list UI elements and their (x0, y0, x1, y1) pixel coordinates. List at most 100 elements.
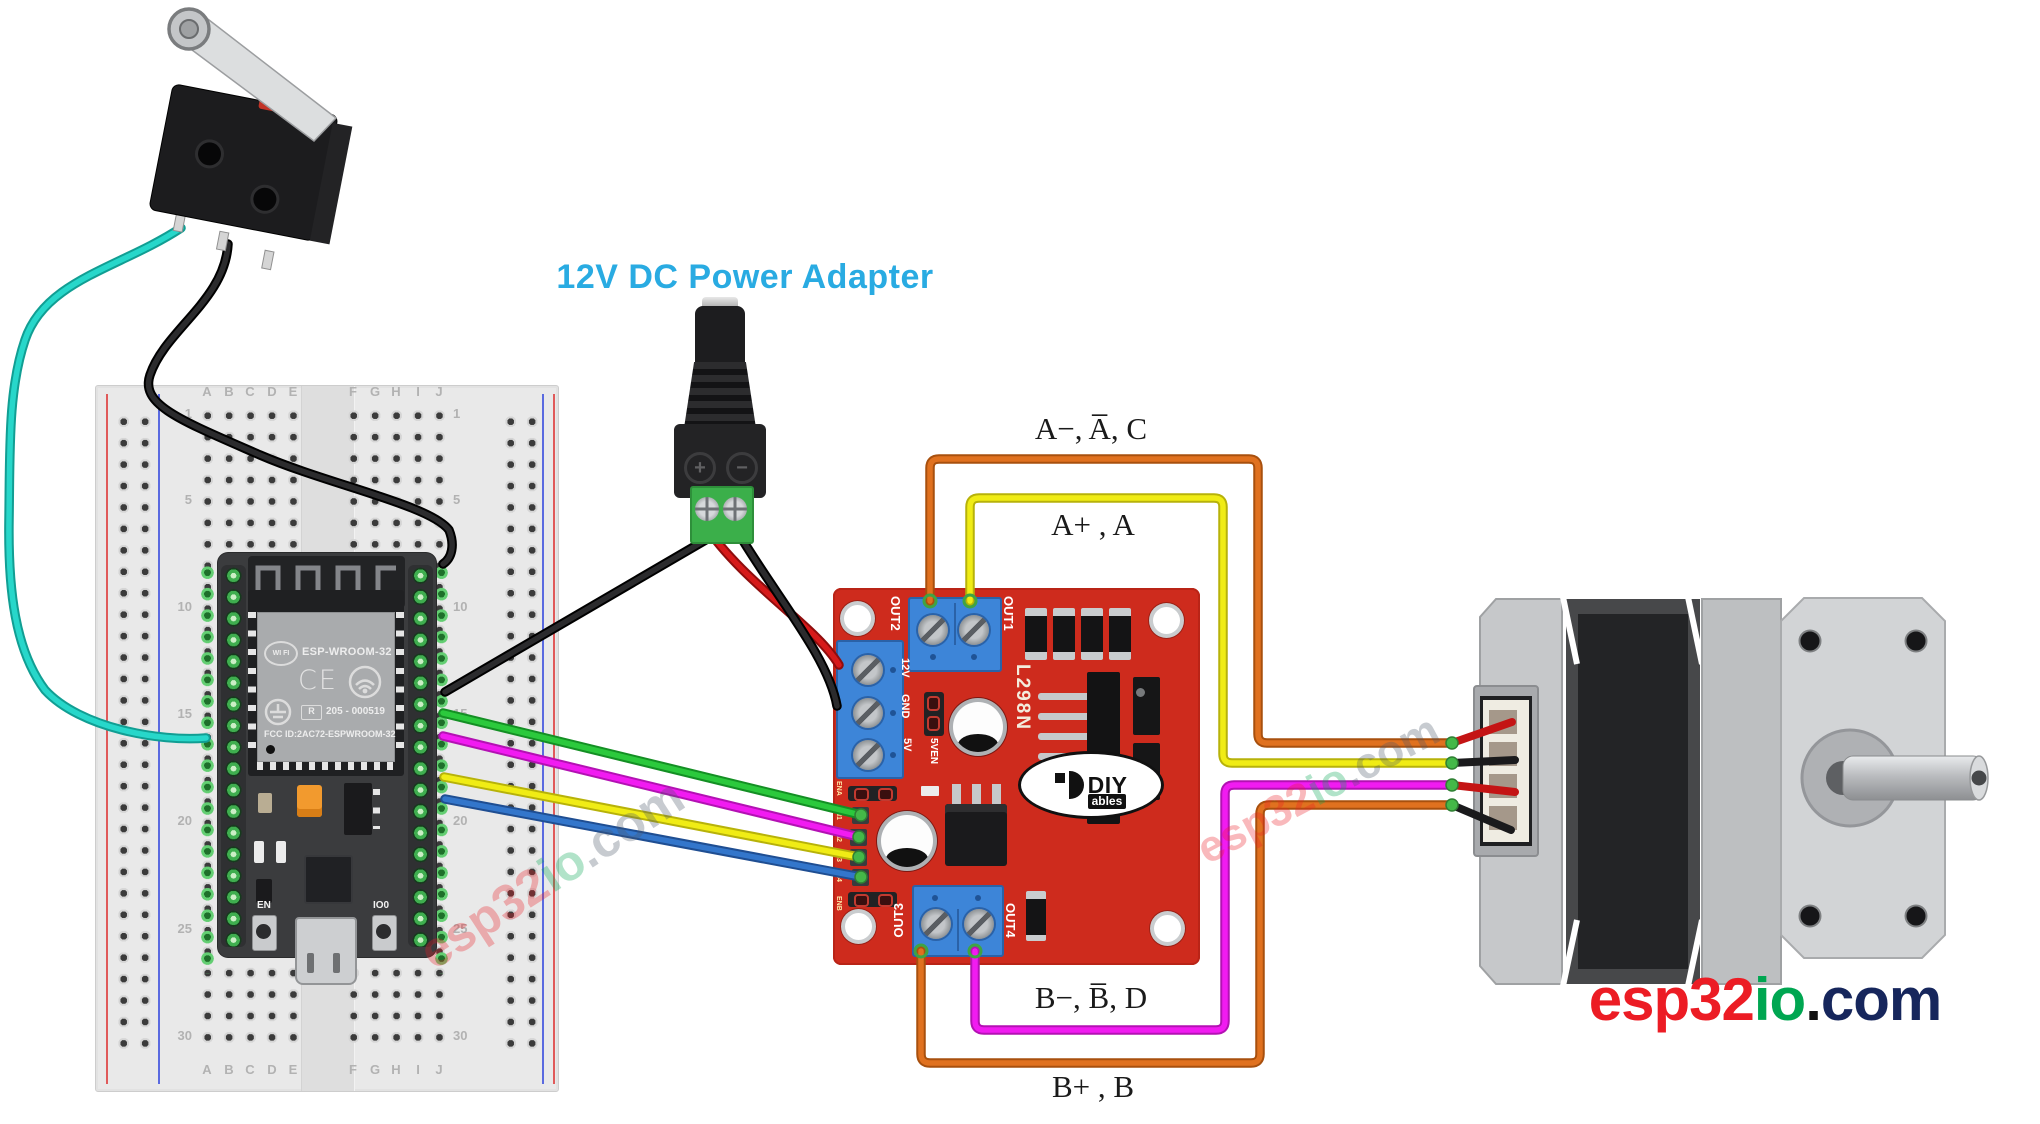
plug-terminal-body: + − (674, 424, 766, 498)
faceplate-screw-hole (1904, 629, 1928, 653)
electrolytic-capacitor (953, 702, 1003, 752)
motor-pin-black (1448, 801, 1515, 834)
diy-text: DIY (1087, 771, 1128, 798)
junction-dot (854, 870, 868, 884)
smd-part (256, 879, 272, 903)
module-castellation-bottom (257, 762, 393, 770)
breadboard-green-holes-left (199, 562, 216, 974)
pin-12v-label: 12V (899, 658, 911, 678)
jumper-ring (878, 894, 893, 907)
ena-label: ENA (835, 781, 842, 796)
switch-roller-hub (179, 19, 199, 39)
bb-row-number: 25 (177, 921, 192, 936)
bb-row-number: 5 (184, 492, 192, 507)
wire-orange-b (918, 802, 1452, 1066)
ic-tab (1133, 677, 1160, 735)
terminal-screw (853, 655, 883, 685)
wire-black-esp-gnd (442, 521, 736, 695)
jumper-ring (927, 716, 940, 731)
bb-row-number: 10 (177, 599, 192, 614)
motor-gap (1560, 596, 1580, 665)
plus-mark: + (684, 452, 716, 484)
jumper-ring (927, 696, 940, 711)
bb-letter: B (224, 384, 234, 399)
power-adapter-label: 12V DC Power Adapter (556, 258, 934, 296)
site-logo: esp32io.com (1555, 965, 1975, 1034)
wire-magenta-b (972, 782, 1452, 1033)
logo-io: io (1753, 966, 1806, 1033)
en-button (252, 915, 277, 951)
wire-orange-b-outline (916, 800, 1454, 1068)
terminal-screw (853, 698, 883, 728)
ic-pin (1038, 693, 1090, 700)
bb-letter: A (202, 384, 212, 399)
wire-blue-in4 (442, 796, 864, 880)
module-castellation-right (396, 612, 404, 760)
esp32-pin-header-left (221, 565, 246, 947)
junction-dot (852, 850, 866, 864)
diode (1025, 608, 1047, 660)
switch-pin-common (215, 230, 230, 252)
junction-dot (1445, 736, 1459, 750)
pin-gnd-label: GND (899, 694, 911, 719)
junction-dot (1445, 778, 1459, 792)
bb-letter: I (416, 384, 420, 399)
diy-logo-halfdisc-icon (1068, 771, 1084, 799)
enb-jumper (848, 892, 897, 907)
terminal-out3-out4 (912, 885, 1004, 957)
bb-letter: D (267, 1062, 277, 1077)
regulator-leg (952, 784, 961, 808)
mount-hole (1153, 607, 1180, 634)
wire-black-gnd (730, 521, 840, 709)
junction-dot (1445, 798, 1459, 812)
usb-slot (333, 953, 340, 973)
diode (1081, 608, 1103, 660)
out1-label: OUT1 (1001, 596, 1016, 631)
smd-part (921, 786, 939, 796)
ena-jumper (848, 786, 897, 801)
chip-pads (373, 789, 380, 829)
terminal-screw (959, 615, 989, 645)
io0-button-label: IO0 (373, 900, 390, 911)
bb-letter: C (245, 384, 255, 399)
smd-part (276, 841, 286, 863)
wire-cyan-switch (6, 225, 209, 742)
diode (1053, 608, 1075, 660)
5v-enable-jumper (924, 692, 944, 736)
bb-letter: E (288, 1062, 298, 1077)
breadboard-rail-red-left (106, 394, 108, 1084)
wire-orange-a (927, 456, 1452, 746)
ic-dot (1136, 688, 1145, 697)
ic-pin (1038, 733, 1090, 740)
ground-mark-icon (264, 698, 292, 726)
mount-hole (844, 605, 871, 632)
jumper-ring (878, 788, 893, 801)
wire-black-switch (145, 241, 455, 567)
smd-part (258, 793, 272, 813)
logo-dot: . (1805, 966, 1822, 1033)
wire-black-switch-outline (143, 239, 457, 569)
terminal-pin-dot (975, 895, 981, 901)
ce-mark: CE (298, 665, 338, 696)
bb-letter: F (349, 384, 357, 399)
bb-row-number: 15 (177, 706, 192, 721)
regulator-leg (992, 784, 1001, 808)
terminal-divider (954, 603, 956, 645)
wire-yellow-a (967, 495, 1452, 766)
regulator-leg (972, 784, 981, 808)
wire-junction-dots (852, 593, 1459, 959)
mount-hole (845, 913, 872, 940)
wire-label-a-minus: A−, A̅, C (1034, 411, 1148, 446)
terminal-divider (957, 909, 959, 951)
terminal-pin-dot (930, 654, 936, 660)
terminal-screw (921, 909, 951, 939)
logo-com: com (1820, 966, 1942, 1033)
terminal-entry-ring (962, 593, 978, 609)
motor-lamination-core (1578, 614, 1688, 969)
bb-row-number: 20 (177, 813, 192, 828)
esp32-devkit-board: WI FI ESP-WROOM-32 CE R 205 - 000519 (218, 553, 436, 985)
io0-button (372, 915, 397, 951)
module-dot (266, 745, 275, 754)
terminal-screw (695, 497, 719, 521)
